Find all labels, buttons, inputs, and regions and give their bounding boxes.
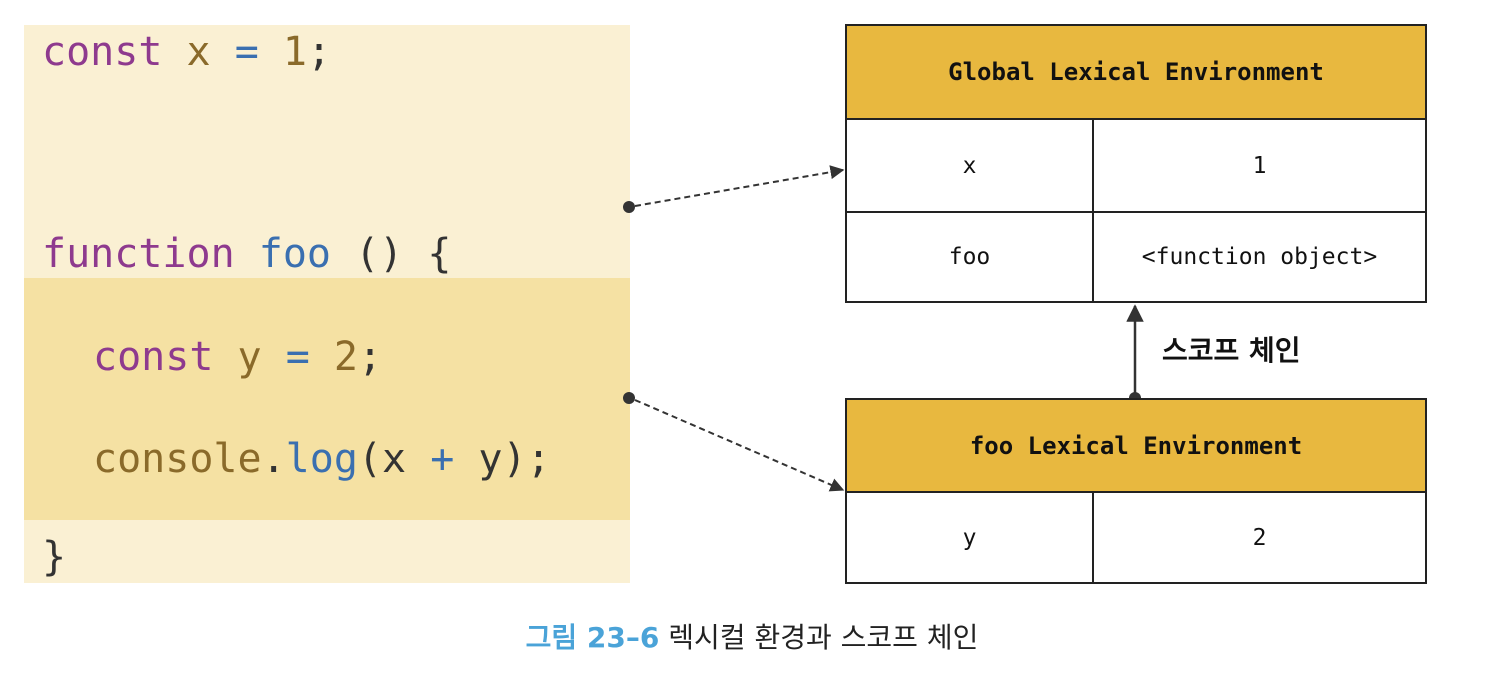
- number-literal: 1: [282, 29, 307, 75]
- foo-body-highlight: [24, 278, 630, 520]
- figure-number: 그림 23–6: [525, 621, 660, 654]
- method-name: log: [285, 436, 358, 482]
- code-line-const-y: const y = 2;: [93, 333, 382, 381]
- foo-lexical-environment: foo Lexical Environment y 2: [845, 398, 1427, 584]
- foo-arrow-line: [634, 399, 845, 492]
- operator: =: [234, 29, 259, 75]
- semicolon: ;: [357, 334, 383, 380]
- code-panel: [24, 25, 630, 583]
- dot: .: [261, 436, 286, 482]
- code-line-function-foo: function foo () {: [42, 230, 451, 278]
- object-name: console: [93, 436, 262, 482]
- env-row: y 2: [847, 493, 1425, 582]
- global-env-header: Global Lexical Environment: [847, 26, 1425, 120]
- operator: =: [285, 334, 310, 380]
- figure-caption: 그림 23–6 렉시컬 환경과 스코프 체인: [0, 616, 1504, 656]
- params-brace: () {: [355, 231, 452, 277]
- keyword: const: [93, 334, 214, 380]
- env-row: foo <function object>: [847, 211, 1425, 301]
- number-literal: 2: [333, 334, 358, 380]
- scope-chain-arrow: [1126, 304, 1144, 404]
- global-arrow-origin-dot: [623, 201, 635, 213]
- foo-env-header: foo Lexical Environment: [847, 400, 1425, 493]
- identifier: x: [186, 29, 211, 75]
- global-env-arrow: [623, 165, 845, 213]
- keyword: const: [42, 29, 163, 75]
- foo-env-arrow: [623, 392, 845, 492]
- env-binding-name: foo: [847, 213, 1094, 301]
- env-binding-name: x: [847, 120, 1094, 211]
- code-line-console-log: console.log(x + y);: [93, 435, 551, 483]
- env-binding-value: 2: [1252, 524, 1267, 551]
- args-close: y);: [478, 436, 551, 482]
- global-arrow-line: [634, 165, 845, 207]
- env-binding-value: 1: [1252, 152, 1267, 179]
- global-lexical-environment: Global Lexical Environment x 1 foo <func…: [845, 24, 1427, 303]
- code-line-const-x: const x = 1;: [42, 28, 331, 76]
- foo-arrow-origin-dot: [623, 392, 635, 404]
- identifier: y: [237, 334, 262, 380]
- env-binding-name: y: [847, 493, 1094, 582]
- closing-brace: }: [42, 534, 67, 580]
- env-row: x 1: [847, 120, 1425, 211]
- operator: +: [430, 436, 455, 482]
- scope-chain-label: 스코프 체인: [1162, 334, 1301, 367]
- keyword: function: [42, 231, 235, 277]
- function-name: foo: [258, 231, 331, 277]
- figure-title: 렉시컬 환경과 스코프 체인: [668, 621, 979, 654]
- code-line-closing-brace: }: [42, 533, 66, 581]
- semicolon: ;: [306, 29, 332, 75]
- args-open: (x: [357, 436, 407, 482]
- env-binding-value: <function object>: [1141, 244, 1378, 270]
